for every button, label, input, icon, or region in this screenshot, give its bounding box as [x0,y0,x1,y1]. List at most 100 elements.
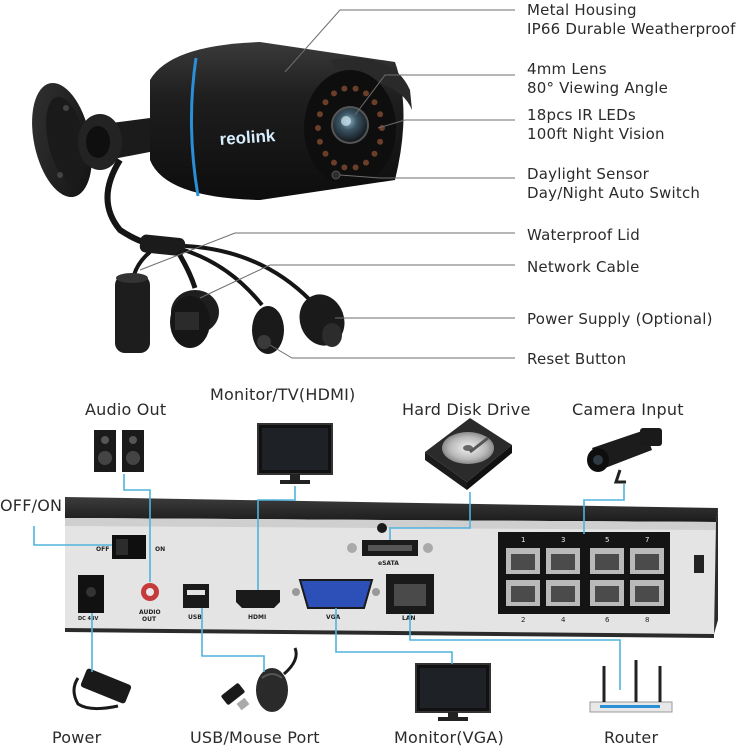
label-usb-mouse: USB/Mouse Port [190,728,320,747]
usb-port [183,584,209,608]
callout-line-network [199,264,515,299]
label-lan: LAN [402,615,416,622]
callout-line-reset [269,344,515,359]
label-power: Power [52,728,102,747]
label-hdmi: HDMI [248,614,266,621]
camera-brand: reolink [219,126,276,149]
router-icon [589,660,673,713]
daylight-sensor [331,170,341,180]
label-on: ON [155,546,165,553]
ir-led [377,111,384,118]
poe-port-socket [511,586,535,602]
ir-led [331,90,337,97]
poe-port-socket [551,554,575,570]
poe-port-socket [635,586,659,602]
connector-usb [201,608,265,672]
label-audio: AUDIO [139,609,161,616]
ir-led [363,159,369,166]
speakers-icon [94,430,144,472]
connector-camera [583,484,625,534]
poe-port-socket [595,586,619,602]
label-audio-out: OUT [142,616,157,623]
ir-led [352,85,359,92]
callout-line-lid [139,232,515,271]
label-off-on: OFF/ON [0,496,63,515]
callout-waterproof-lid: Waterproof Lid [527,226,640,244]
ir-led [322,99,329,106]
label-audio-out-top: Audio Out [85,400,167,419]
camera-lens [331,106,369,144]
ir-led [331,159,337,166]
poe-port-socket [595,554,619,570]
callout-line-housing [284,9,515,73]
camera-accent-ring [189,57,200,197]
nvr-device: OFF ON DC 48V AUDIO OUT USB HDMI VGA eSA… [65,497,718,638]
poe-port-socket [551,586,575,602]
label-dc: DC 48V [78,616,99,622]
vga-monitor-icon [415,663,491,721]
ir-led [341,164,348,171]
ir-led [377,138,384,145]
camera-illustration: reolink [32,42,412,354]
usb-mouse-icon [221,647,298,712]
callout-line-ir [377,119,515,129]
connector-lines [33,474,625,690]
poe-port-number: 7 [645,536,649,544]
connector-esata [389,492,471,540]
nvr-top [65,497,718,522]
connector-hdmi [257,486,296,590]
label-hard-disk: Hard Disk Drive [402,400,531,419]
connector-switch [33,526,112,546]
hdmi-port [236,590,280,608]
poe-port-number: 2 [521,616,525,624]
label-camera-input: Camera Input [572,400,684,419]
ir-led [341,85,348,92]
ir-led [363,90,369,97]
ir-led [371,150,378,157]
label-esata: eSATA [378,560,399,567]
callout-line-sensor [339,174,515,179]
poe-port-number: 8 [645,616,649,624]
waterproof-lid [115,275,150,353]
callout-line-lens [354,74,515,116]
ir-led [352,164,359,171]
connector-vga [335,608,453,664]
ir-led [322,150,329,157]
ir-led [371,99,378,106]
camera-input-icon [587,428,662,484]
cable-splitter [139,234,186,256]
ir-led [316,138,323,145]
poe-port-socket [635,554,659,570]
label-usb: USB [188,614,202,621]
power-adapter-icon [72,668,132,711]
connector-audio [123,474,151,582]
vga-port [298,579,374,609]
ir-led [315,125,321,131]
camera-callout-lines [139,9,515,359]
connector-lan [409,614,621,690]
poe-ports: 1 2 3 4 5 6 7 8 [506,536,664,624]
poe-port-number: 1 [521,536,525,544]
poe-port-number: 5 [605,536,609,544]
label-monitor-hdmi: Monitor/TV(HDMI) [210,385,356,404]
poe-port-number: 6 [605,616,610,624]
ir-led [316,111,323,118]
poe-port-number: 3 [561,536,565,544]
hard-disk-icon [425,418,512,490]
label-router: Router [604,728,659,747]
poe-port-number: 4 [561,616,566,624]
callout-power-supply: Power Supply (Optional) [527,310,713,328]
nvr-side [714,508,718,634]
label-monitor-vga: Monitor(VGA) [394,728,504,747]
power-connector [299,294,345,346]
hdmi-monitor-icon [257,423,333,484]
label-vga: VGA [326,614,341,621]
poe-port-socket [511,554,535,570]
callout-reset-button: Reset Button [527,350,627,368]
label-off: OFF [96,546,109,553]
